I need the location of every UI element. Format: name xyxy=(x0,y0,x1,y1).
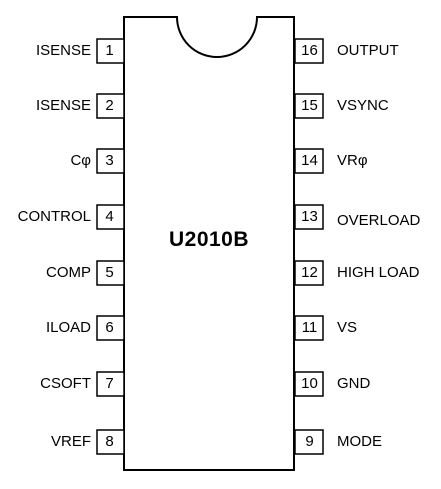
pin-4-label: CONTROL xyxy=(17,208,91,225)
pin-9-label: MODE xyxy=(337,433,382,450)
pin-8-number: 8 xyxy=(105,433,114,450)
pin-16-box xyxy=(294,38,324,64)
pin-6-box xyxy=(96,315,125,341)
pin-13-box xyxy=(294,204,324,230)
pin-12-number: 12 xyxy=(301,264,318,281)
pin-14-label: VRφ xyxy=(337,152,368,169)
pin-16-number: 16 xyxy=(301,42,318,59)
pin-11-box xyxy=(294,315,324,341)
pin-14-box xyxy=(294,148,324,174)
pin-10-box xyxy=(294,371,324,397)
pin-12-box xyxy=(294,260,324,286)
pin-12-label: HIGH LOAD xyxy=(337,264,420,281)
pin-13-label: OVERLOAD xyxy=(337,212,421,229)
pin-1-box xyxy=(96,38,125,64)
chip-body xyxy=(123,16,295,471)
pin-5-box xyxy=(96,260,125,286)
pin-9-box xyxy=(294,429,324,455)
pin-2-number: 2 xyxy=(105,97,114,114)
pin-11-number: 11 xyxy=(301,319,318,336)
pin-7-number: 7 xyxy=(105,375,114,392)
pin-15-number: 15 xyxy=(301,97,318,114)
pin-6-number: 6 xyxy=(105,319,114,336)
pin-3-number: 3 xyxy=(105,152,114,169)
pin-8-label: VREF xyxy=(50,433,91,450)
pin-4-box xyxy=(96,204,125,230)
pin-1-number: 1 xyxy=(105,42,114,59)
pin-2-box xyxy=(96,93,125,119)
chip-name: U2010B xyxy=(168,228,250,251)
pin-13-number: 13 xyxy=(301,208,318,225)
pin-14-number: 14 xyxy=(301,152,318,169)
pin-4-number: 4 xyxy=(105,208,114,225)
pin-5-number: 5 xyxy=(105,264,114,281)
pin-15-box xyxy=(294,93,324,119)
pin-16-label: OUTPUT xyxy=(337,42,399,59)
pin-10-number: 10 xyxy=(301,375,318,392)
pin-9-number: 9 xyxy=(305,433,314,450)
pin-2-label: ISENSE xyxy=(35,97,91,114)
pin-7-label: CSOFT xyxy=(40,375,91,392)
pin-8-box xyxy=(96,429,125,455)
pin-3-box xyxy=(96,148,125,174)
pin-11-label: VS xyxy=(337,319,358,336)
pin-1-label: ISENSE xyxy=(35,42,91,59)
pin-6-label: ILOAD xyxy=(45,319,91,336)
pin-7-box xyxy=(96,371,125,397)
pin-5-label: COMP xyxy=(46,264,91,281)
pin-15-label: VSYNC xyxy=(337,97,389,114)
pin-10-label: GND xyxy=(337,375,371,392)
pin-3-label: Cφ xyxy=(70,152,91,169)
